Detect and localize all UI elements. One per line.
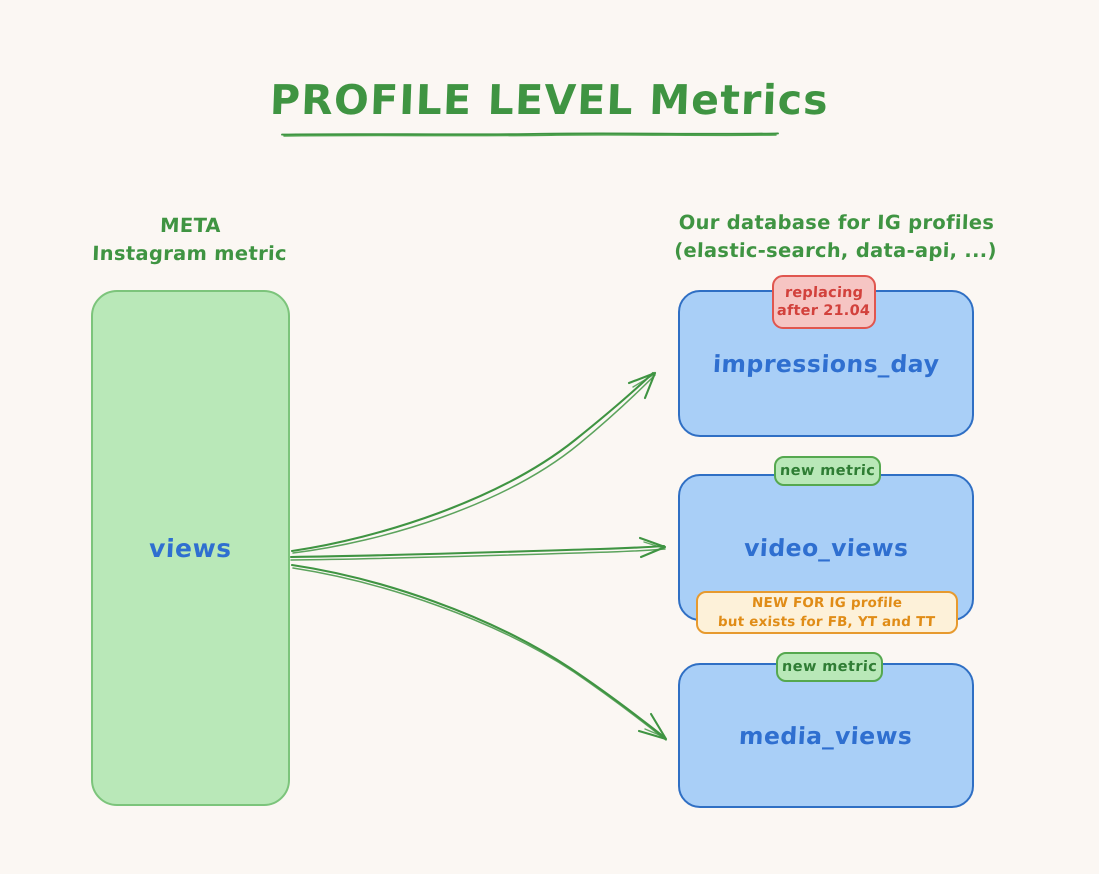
right-heading-line2: (elastic-search, data-api, ...)	[673, 238, 998, 262]
metric-node-label: video_views	[742, 533, 909, 562]
page-title: PROFILE LEVEL Metrics	[269, 76, 830, 124]
right-heading-line1: Our database for IG profiles	[678, 211, 995, 234]
connector-arrow-1	[290, 371, 657, 554]
badge-line1: new metric	[779, 463, 876, 479]
left-heading-line2: Instagram metric	[91, 241, 288, 265]
connector-arrow-2	[289, 536, 667, 561]
metric-node-media-views[interactable]: media_views	[678, 663, 974, 808]
badge-line1: NEW FOR IG profile	[751, 595, 903, 612]
source-node-views[interactable]: views	[91, 290, 290, 806]
badge-line2: after 21.04	[777, 303, 871, 319]
right-column-heading: Our database for IG profiles (elastic-se…	[639, 209, 1033, 264]
page-title-wrap: PROFILE LEVEL Metrics	[0, 76, 1099, 124]
metric-node-label: media_views	[738, 721, 914, 750]
badge-new-metric-media-views: new metric	[776, 652, 883, 682]
badge-line1: replacing	[784, 284, 864, 301]
badge-new-metric-video-views: new metric	[774, 456, 881, 486]
badge-line1: new metric	[781, 659, 878, 675]
badge-line2: but exists for FB, YT and TT	[718, 613, 936, 630]
left-heading-line1: META	[159, 214, 222, 237]
title-underline	[281, 132, 779, 137]
source-node-label: views	[148, 533, 233, 563]
metric-node-label: impressions_day	[712, 349, 940, 378]
connector-arrow-3	[290, 563, 668, 741]
left-column-heading: META Instagram metric	[41, 212, 339, 267]
badge-new-for-ig-profile: NEW FOR IG profile but exists for FB, YT…	[696, 591, 958, 634]
badge-replacing-after: replacing after 21.04	[772, 275, 876, 329]
